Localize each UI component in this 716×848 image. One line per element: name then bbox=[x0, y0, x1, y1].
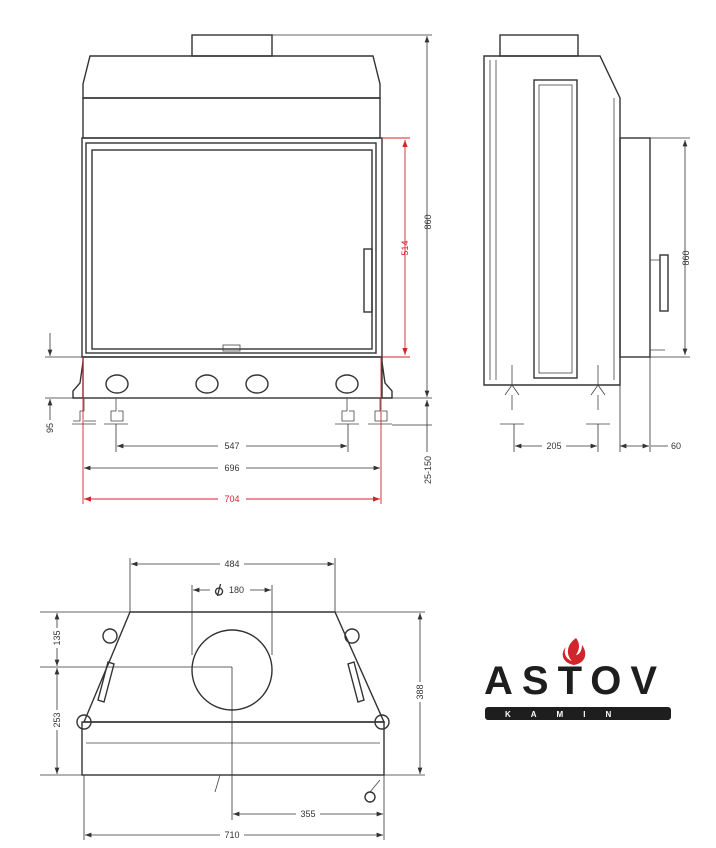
astov-logo: ASTOV KAMIN bbox=[484, 638, 671, 720]
dim-547: 547 bbox=[224, 441, 239, 451]
dim-205: 205 bbox=[546, 441, 561, 451]
dim-135: 135 bbox=[52, 630, 62, 645]
dim-514: 514 bbox=[400, 240, 410, 255]
diameter-icon bbox=[214, 583, 224, 597]
dim-180: 180 bbox=[229, 585, 244, 595]
dim-696: 696 bbox=[224, 463, 239, 473]
dim-388: 388 bbox=[415, 684, 425, 699]
dim-860: 860 bbox=[423, 214, 433, 229]
dim-355: 355 bbox=[300, 809, 315, 819]
door-handle bbox=[363, 248, 373, 313]
logo-sub: KAMIN bbox=[505, 710, 631, 719]
dim-710: 710 bbox=[224, 830, 239, 840]
front-view: 860 25-150 514 95 547 696 704 bbox=[45, 34, 433, 505]
dim-860-side: 860 bbox=[681, 250, 691, 265]
flame-icon bbox=[562, 638, 586, 665]
dim-60: 60 bbox=[671, 441, 681, 451]
top-view: 484 180 135 253 388 355 710 bbox=[40, 558, 426, 841]
dim-484: 484 bbox=[224, 559, 239, 569]
side-view: 860 205 60 bbox=[483, 34, 691, 452]
dim-25-150: 25-150 bbox=[423, 456, 433, 484]
dim-704: 704 bbox=[224, 494, 239, 504]
dim-95: 95 bbox=[45, 423, 55, 433]
logo-brand: ASTOV bbox=[484, 659, 666, 703]
dim-253: 253 bbox=[52, 712, 62, 727]
